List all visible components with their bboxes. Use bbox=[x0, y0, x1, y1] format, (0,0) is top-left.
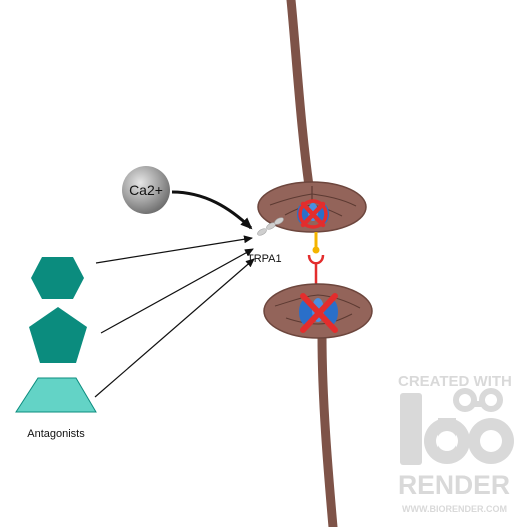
axon-lower bbox=[322, 335, 333, 527]
antagonists-label: Antagonists bbox=[27, 428, 85, 440]
watermark-render: RENDER bbox=[398, 470, 510, 500]
hexagon-antagonist-icon bbox=[31, 257, 84, 299]
lower-neuron-terminal bbox=[264, 284, 372, 338]
pentagon-arrow bbox=[101, 249, 253, 333]
hexagon-arrow bbox=[96, 238, 252, 263]
synapse-connector bbox=[309, 232, 323, 284]
upper-neuron-terminal bbox=[256, 182, 366, 237]
pentagon-antagonist-icon bbox=[29, 307, 87, 363]
trapezoid-antagonist-icon bbox=[16, 378, 96, 412]
biorender-watermark: CREATED WITH RENDER WWW.BIORENDER.COM bbox=[398, 373, 514, 514]
watermark-url: WWW.BIORENDER.COM bbox=[402, 504, 507, 514]
calcium-ion-label: Ca2+ bbox=[129, 182, 163, 198]
axon-upper bbox=[291, 0, 309, 186]
biorender-logo bbox=[400, 391, 514, 465]
watermark-created-with: CREATED WITH bbox=[398, 373, 512, 390]
calcium-ion: Ca2+ bbox=[122, 166, 170, 214]
calcium-arrow bbox=[172, 192, 251, 228]
trpa1-label: TRPA1 bbox=[247, 253, 282, 265]
trapezoid-arrow bbox=[95, 259, 254, 397]
